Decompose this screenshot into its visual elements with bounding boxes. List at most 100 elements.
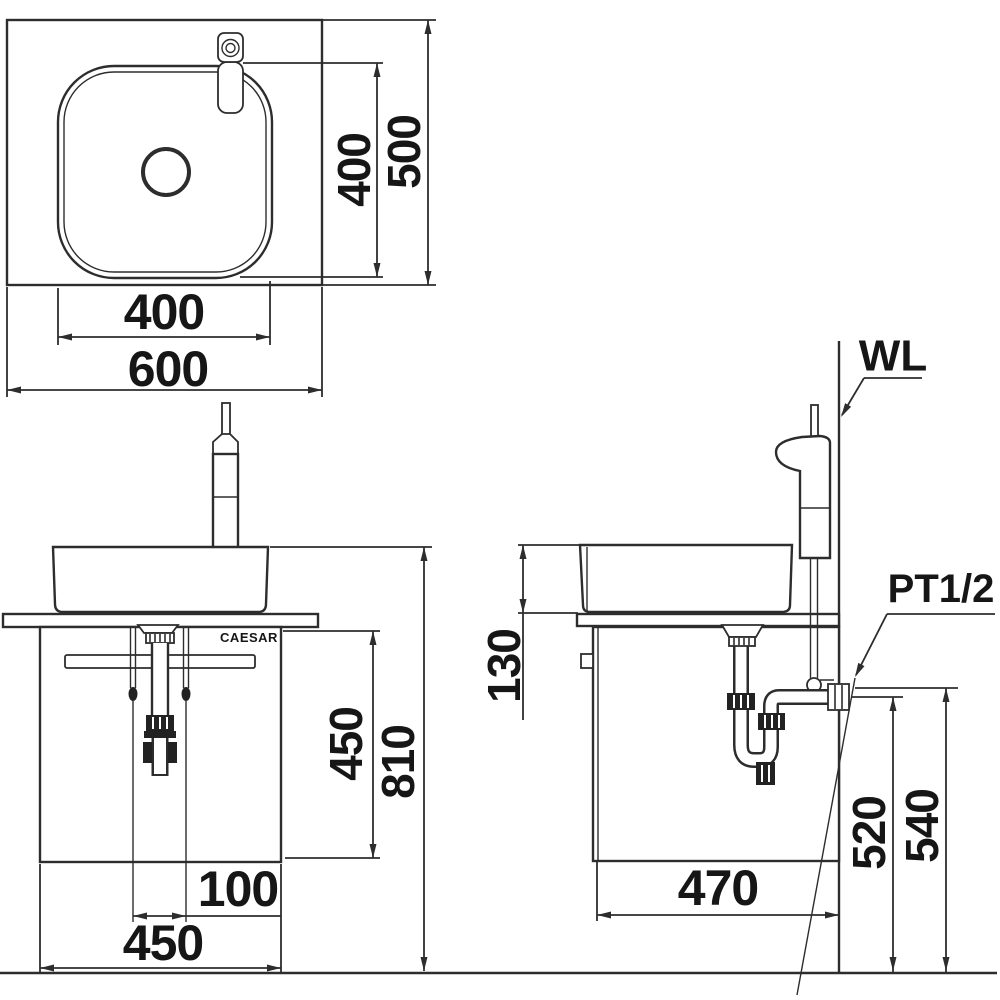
- basin-outer-edge: [56, 64, 274, 280]
- arrow-down-icon: [519, 599, 527, 613]
- dim-supply-height: 540: [855, 687, 958, 972]
- door-knob: [580, 653, 594, 669]
- dim-overall-depth-label: 500: [378, 115, 430, 189]
- nut-hatch: [733, 638, 750, 645]
- supply-thread-label: PT1/2: [888, 567, 995, 611]
- dim-overall-width: 600: [6, 287, 323, 397]
- drain-flange-side: [720, 624, 765, 638]
- dim-basin-height-label: 130: [478, 629, 530, 703]
- hose-left: [129, 627, 137, 688]
- faucet-side-icon: [774, 404, 832, 560]
- vanity-cabinet-side: [591, 625, 841, 863]
- arrow-up-icon: [942, 688, 950, 702]
- front-view: CAESAR: [1, 402, 432, 974]
- dim-overall-height: 810: [270, 546, 432, 971]
- dim-cabinet-width: 450: [39, 864, 282, 974]
- dim-basin-depth: 400: [240, 62, 383, 278]
- drain-nut-side: [728, 636, 756, 647]
- tailpiece-pipe: [150, 643, 170, 715]
- leader-extension: [796, 677, 856, 996]
- nut-ridges: [733, 695, 749, 708]
- top-view: 400 500 400 600: [5, 18, 436, 397]
- arrow-down-icon: [889, 957, 897, 971]
- nut-ridges: [764, 715, 780, 728]
- arrow-down-icon: [420, 957, 428, 971]
- arrow-right-icon: [825, 911, 839, 919]
- dim-cabinet-height-label: 450: [320, 707, 372, 781]
- nut-ridges: [834, 685, 843, 709]
- drain-trap-side: [720, 624, 850, 785]
- hose-right-valve-icon: [181, 687, 191, 701]
- faucet-handle: [221, 402, 231, 436]
- dim-overall-depth: 500: [322, 19, 436, 286]
- trap-pipe: [735, 646, 832, 766]
- dim-basin-width-label: 400: [124, 284, 204, 340]
- dim-cabinet-height: 450: [283, 630, 380, 859]
- basin-inner-edge: [63, 71, 267, 273]
- drain-hole-icon: [141, 147, 191, 197]
- dim-overall-width-label: 600: [128, 341, 208, 397]
- faucet-front-icon: [211, 402, 240, 550]
- leader-arrow-icon: [841, 403, 852, 417]
- faucet-shoulder: [212, 433, 239, 455]
- nut-ridges: [152, 717, 168, 729]
- faucet-handle-side: [810, 404, 819, 438]
- vessel-basin-side: [578, 543, 794, 614]
- dim-basin-width: 400: [57, 281, 271, 345]
- faucet-body-plan: [217, 61, 244, 114]
- wall-line-label: WL: [859, 332, 927, 381]
- faucet-body-side: [774, 434, 832, 560]
- arrow-left-icon: [597, 911, 611, 919]
- supply-hoses-front: [128, 627, 191, 922]
- arrow-up-icon: [420, 547, 428, 561]
- arrow-right-icon: [172, 912, 186, 920]
- brand-logo: CAESAR: [220, 630, 278, 645]
- arrow-down-icon: [942, 957, 950, 971]
- hose-right: [182, 627, 190, 688]
- dim-basin-depth-label: 400: [328, 133, 380, 207]
- dim-overall-height-label: 810: [372, 725, 424, 799]
- arrow-right-icon: [308, 386, 322, 394]
- arrow-up-icon: [373, 63, 381, 77]
- dim-cabinet-depth-label: 470: [678, 860, 758, 916]
- countertop-side: [575, 612, 841, 628]
- tailpiece-fill: [152, 643, 168, 715]
- supply-thread-note: PT1/2: [796, 567, 995, 996]
- trap-tab-right: [168, 742, 177, 763]
- vessel-basin-front: [51, 545, 270, 614]
- cap-ridges: [761, 765, 770, 782]
- arrow-up-icon: [369, 631, 377, 645]
- drain-flange: [136, 624, 180, 634]
- arrow-up-icon: [424, 20, 432, 34]
- cleanout-cap: [756, 762, 775, 785]
- wall-line-note: WL: [841, 332, 927, 417]
- nut-hatch: [149, 634, 171, 642]
- trap-tab-left: [143, 742, 152, 763]
- dim-drain-offset-label: 100: [198, 861, 278, 917]
- wall-outlet-nut: [827, 683, 850, 711]
- dim-outlet-height-label: 520: [843, 796, 895, 870]
- arrow-up-icon: [889, 697, 897, 711]
- drain-trap-front: [136, 624, 180, 776]
- dim-drain-offset: 100: [133, 861, 281, 920]
- arrow-up-icon: [519, 545, 527, 559]
- dim-outlet-height: 520: [843, 696, 903, 972]
- dim-basin-height: 130: [478, 544, 583, 720]
- arrow-left-icon: [58, 333, 72, 341]
- riser-pipe: [809, 558, 819, 678]
- supply-riser: [806, 558, 834, 693]
- countertop-plan: [5, 18, 324, 287]
- side-view: WL PT1/2 130 470: [478, 332, 995, 996]
- dim-cabinet-width-label: 450: [123, 915, 203, 971]
- arrow-left-icon: [133, 912, 147, 920]
- dim-cabinet-depth: 470: [596, 860, 839, 921]
- trap-collar: [144, 731, 176, 738]
- arrow-down-icon: [373, 263, 381, 277]
- arrow-down-icon: [424, 271, 432, 285]
- arrow-right-icon: [256, 333, 270, 341]
- arrow-down-icon: [369, 844, 377, 858]
- arrow-left-icon: [7, 386, 21, 394]
- arrow-right-icon: [267, 964, 281, 972]
- leader-arrow-icon: [854, 662, 865, 677]
